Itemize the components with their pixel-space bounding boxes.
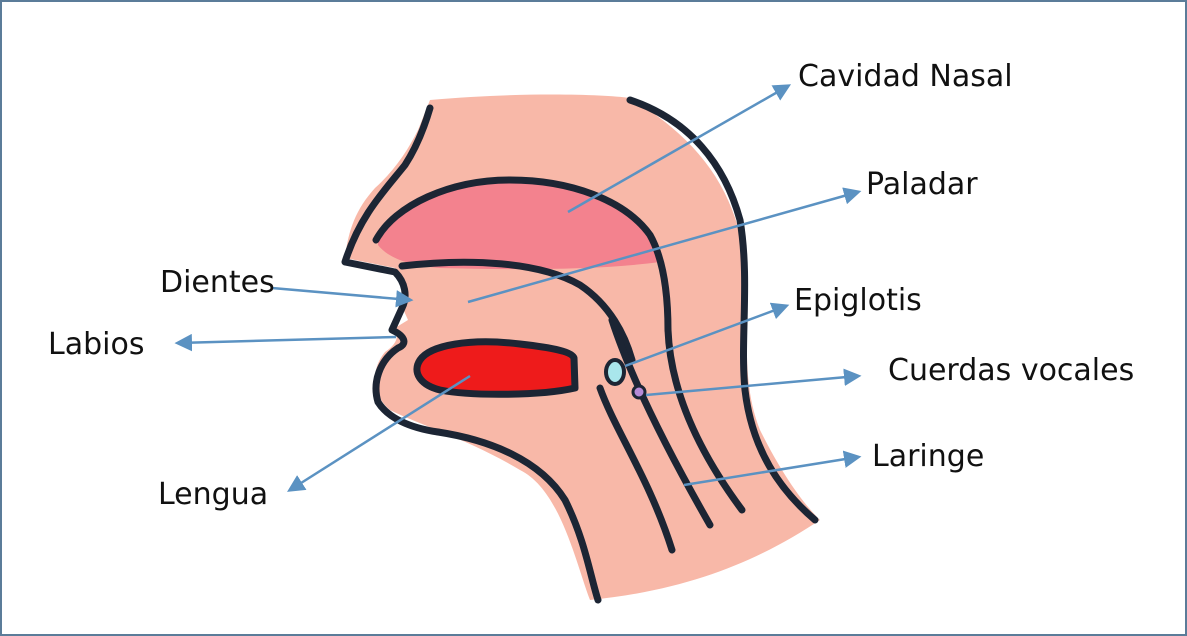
arrow-dientes (272, 288, 410, 300)
arrow-labios (178, 337, 396, 343)
label-paladar: Paladar (866, 170, 978, 200)
head-skin (345, 95, 820, 601)
label-dientes: Dientes (160, 268, 275, 298)
label-lengua: Lengua (158, 480, 268, 510)
tongue (417, 342, 575, 394)
label-epiglotis: Epiglotis (794, 286, 922, 316)
label-cavidad-nasal: Cavidad Nasal (798, 62, 1013, 92)
label-labios: Labios (48, 330, 144, 360)
epiglottis (606, 360, 624, 384)
vocal-cords (633, 386, 645, 398)
label-cuerdas-vocales: Cuerdas vocales (888, 356, 1134, 386)
label-laringe: Laringe (872, 442, 984, 472)
